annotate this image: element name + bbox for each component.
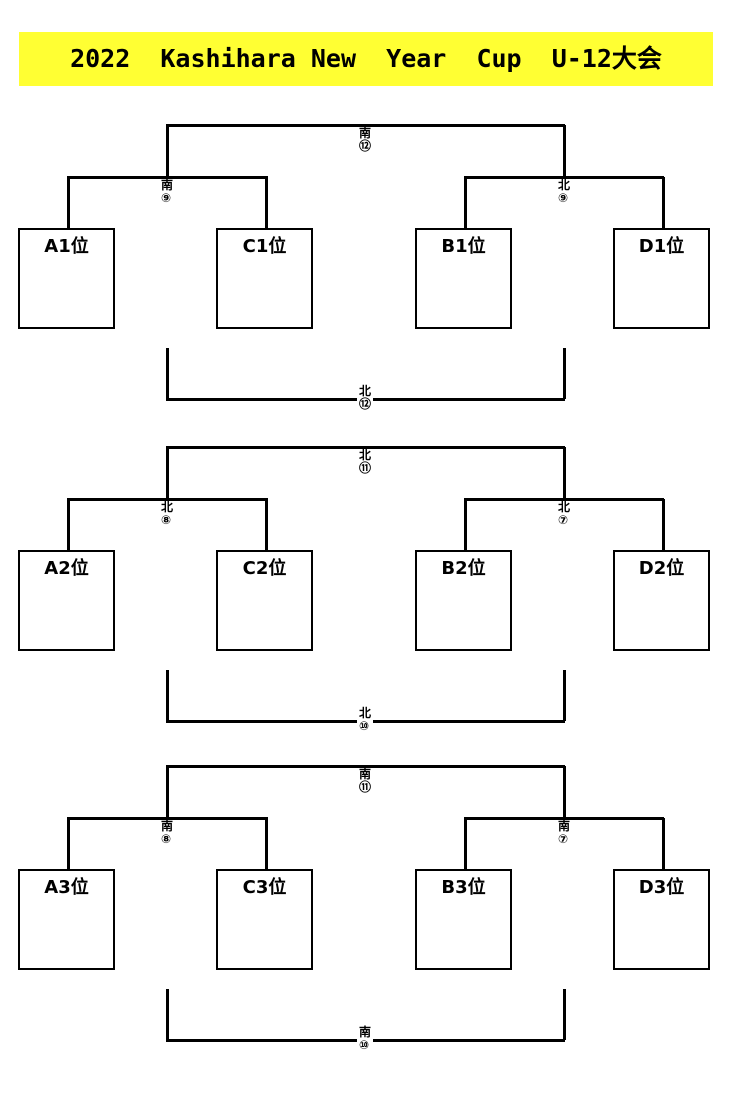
section-2-top-final-right-leg bbox=[563, 447, 566, 500]
section-3-team-label: B3位 bbox=[441, 877, 486, 898]
section-2-left-match-left-leg bbox=[67, 499, 70, 550]
section-1-left-match-left-leg bbox=[67, 177, 70, 228]
section-2-right-match-left-leg bbox=[464, 499, 467, 550]
section-3-team-label: A3位 bbox=[44, 877, 89, 898]
section-3-top-final-line bbox=[166, 765, 565, 768]
section-2-top-final-left-leg bbox=[166, 447, 169, 500]
section-3-left-match-left-leg bbox=[67, 818, 70, 869]
section-1-right-match-label: 北⑨ bbox=[555, 178, 573, 205]
section-3-left-match-line bbox=[67, 817, 268, 820]
section-2-top-final-line bbox=[166, 446, 565, 449]
section-2-bottom-final-label: 北⑩ bbox=[356, 706, 374, 733]
section-2-bottom-final-right-leg bbox=[563, 670, 566, 721]
section-2-team-box: C2位 bbox=[216, 550, 313, 651]
section-1-team-label: C1位 bbox=[242, 236, 287, 257]
section-1-left-match-right-leg bbox=[265, 177, 268, 228]
section-2-team-box: D2位 bbox=[613, 550, 710, 651]
section-1-bottom-final-left-leg bbox=[166, 348, 169, 399]
section-3-bottom-final-label: 南⑩ bbox=[356, 1025, 374, 1052]
section-3-team-box: A3位 bbox=[18, 869, 115, 970]
section-3-top-final-right-leg bbox=[563, 766, 566, 819]
section-1-team-box: D1位 bbox=[613, 228, 710, 329]
section-3-top-final-label: 南⑪ bbox=[356, 767, 374, 794]
section-3-team-box: B3位 bbox=[415, 869, 512, 970]
section-1-team-label: A1位 bbox=[44, 236, 89, 257]
section-3-team-label: C3位 bbox=[242, 877, 287, 898]
section-2-left-match-label: 北⑧ bbox=[158, 500, 176, 527]
section-3-team-box: C3位 bbox=[216, 869, 313, 970]
section-2-left-match-line bbox=[67, 498, 268, 501]
section-3-team-box: D3位 bbox=[613, 869, 710, 970]
section-1-team-box: B1位 bbox=[415, 228, 512, 329]
section-2-right-match-label: 北⑦ bbox=[555, 500, 573, 527]
section-3-right-match-label: 南⑦ bbox=[555, 819, 573, 846]
section-1-right-match-left-leg bbox=[464, 177, 467, 228]
section-1-top-final-label: 南⑫ bbox=[356, 126, 374, 153]
section-2-right-match-line bbox=[464, 498, 664, 501]
section-3-left-match-label: 南⑧ bbox=[158, 819, 176, 846]
section-1-top-final-right-leg bbox=[563, 125, 566, 178]
section-1-bottom-final-label: 北⑫ bbox=[356, 384, 374, 411]
section-2-left-match-right-leg bbox=[265, 499, 268, 550]
section-2-team-label: A2位 bbox=[44, 558, 89, 579]
section-1-left-match-label: 南⑨ bbox=[158, 178, 176, 205]
title-banner: 2022 Kashihara New Year Cup U-12大会 bbox=[19, 32, 713, 86]
section-3-left-match-right-leg bbox=[265, 818, 268, 869]
section-3-right-match-right-leg bbox=[662, 818, 665, 869]
section-2-team-box: A2位 bbox=[18, 550, 115, 651]
section-3-right-match-left-leg bbox=[464, 818, 467, 869]
section-1-team-label: B1位 bbox=[441, 236, 486, 257]
section-1-right-match-right-leg bbox=[662, 177, 665, 228]
section-3-bottom-final-left-leg bbox=[166, 989, 169, 1040]
section-2-right-match-right-leg bbox=[662, 499, 665, 550]
section-3-team-label: D3位 bbox=[638, 877, 685, 898]
section-2-team-label: B2位 bbox=[441, 558, 486, 579]
section-1-top-final-line bbox=[166, 124, 565, 127]
section-3-top-final-left-leg bbox=[166, 766, 169, 819]
section-2-bottom-final-left-leg bbox=[166, 670, 169, 721]
section-3-right-match-line bbox=[464, 817, 664, 820]
section-1-team-label: D1位 bbox=[638, 236, 685, 257]
section-2-team-box: B2位 bbox=[415, 550, 512, 651]
section-2-team-label: C2位 bbox=[242, 558, 287, 579]
page-title: 2022 Kashihara New Year Cup U-12大会 bbox=[70, 44, 662, 73]
section-1-team-box: A1位 bbox=[18, 228, 115, 329]
section-1-top-final-left-leg bbox=[166, 125, 169, 178]
section-1-left-match-line bbox=[67, 176, 268, 179]
section-1-team-box: C1位 bbox=[216, 228, 313, 329]
section-1-right-match-line bbox=[464, 176, 664, 179]
section-3-bottom-final-right-leg bbox=[563, 989, 566, 1040]
section-2-top-final-label: 北⑪ bbox=[356, 448, 374, 475]
section-2-team-label: D2位 bbox=[638, 558, 685, 579]
section-1-bottom-final-right-leg bbox=[563, 348, 566, 399]
